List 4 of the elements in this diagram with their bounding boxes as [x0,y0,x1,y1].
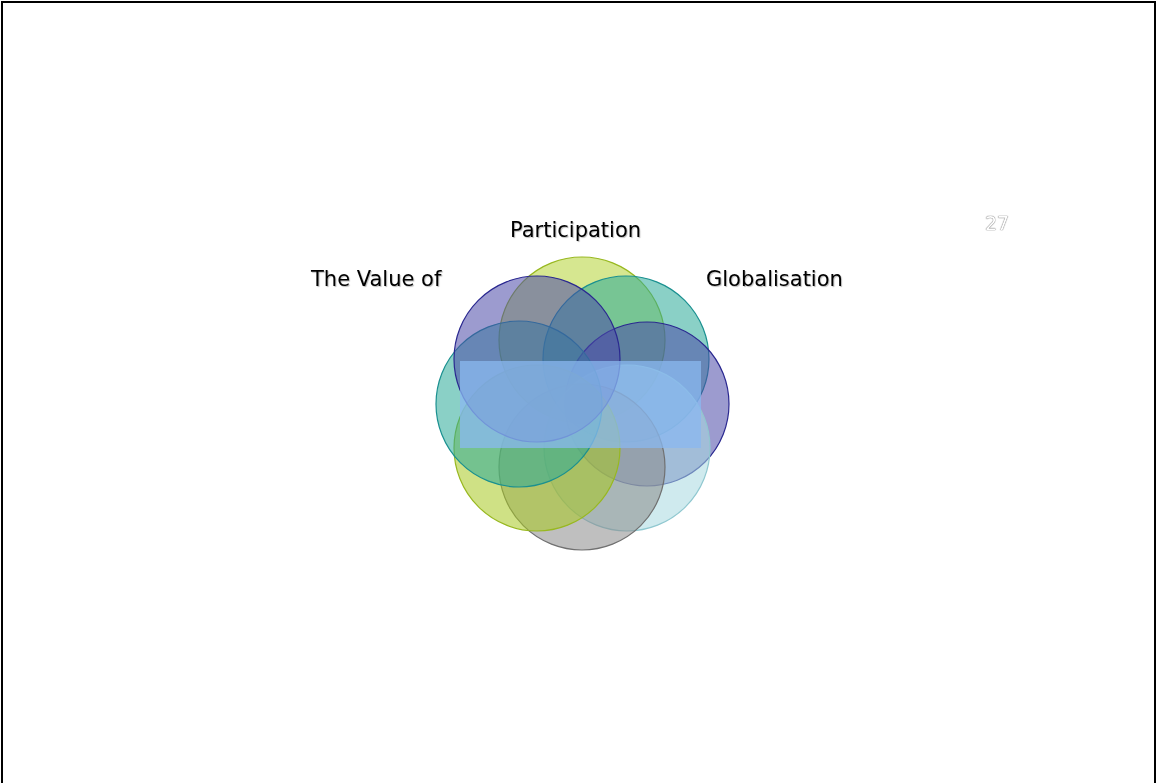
diagram-label: Participation [510,218,642,242]
page-number: 27 [985,212,1010,234]
diagram-label: Globalisation [706,267,843,291]
diagram-label: The Value of [311,267,442,291]
